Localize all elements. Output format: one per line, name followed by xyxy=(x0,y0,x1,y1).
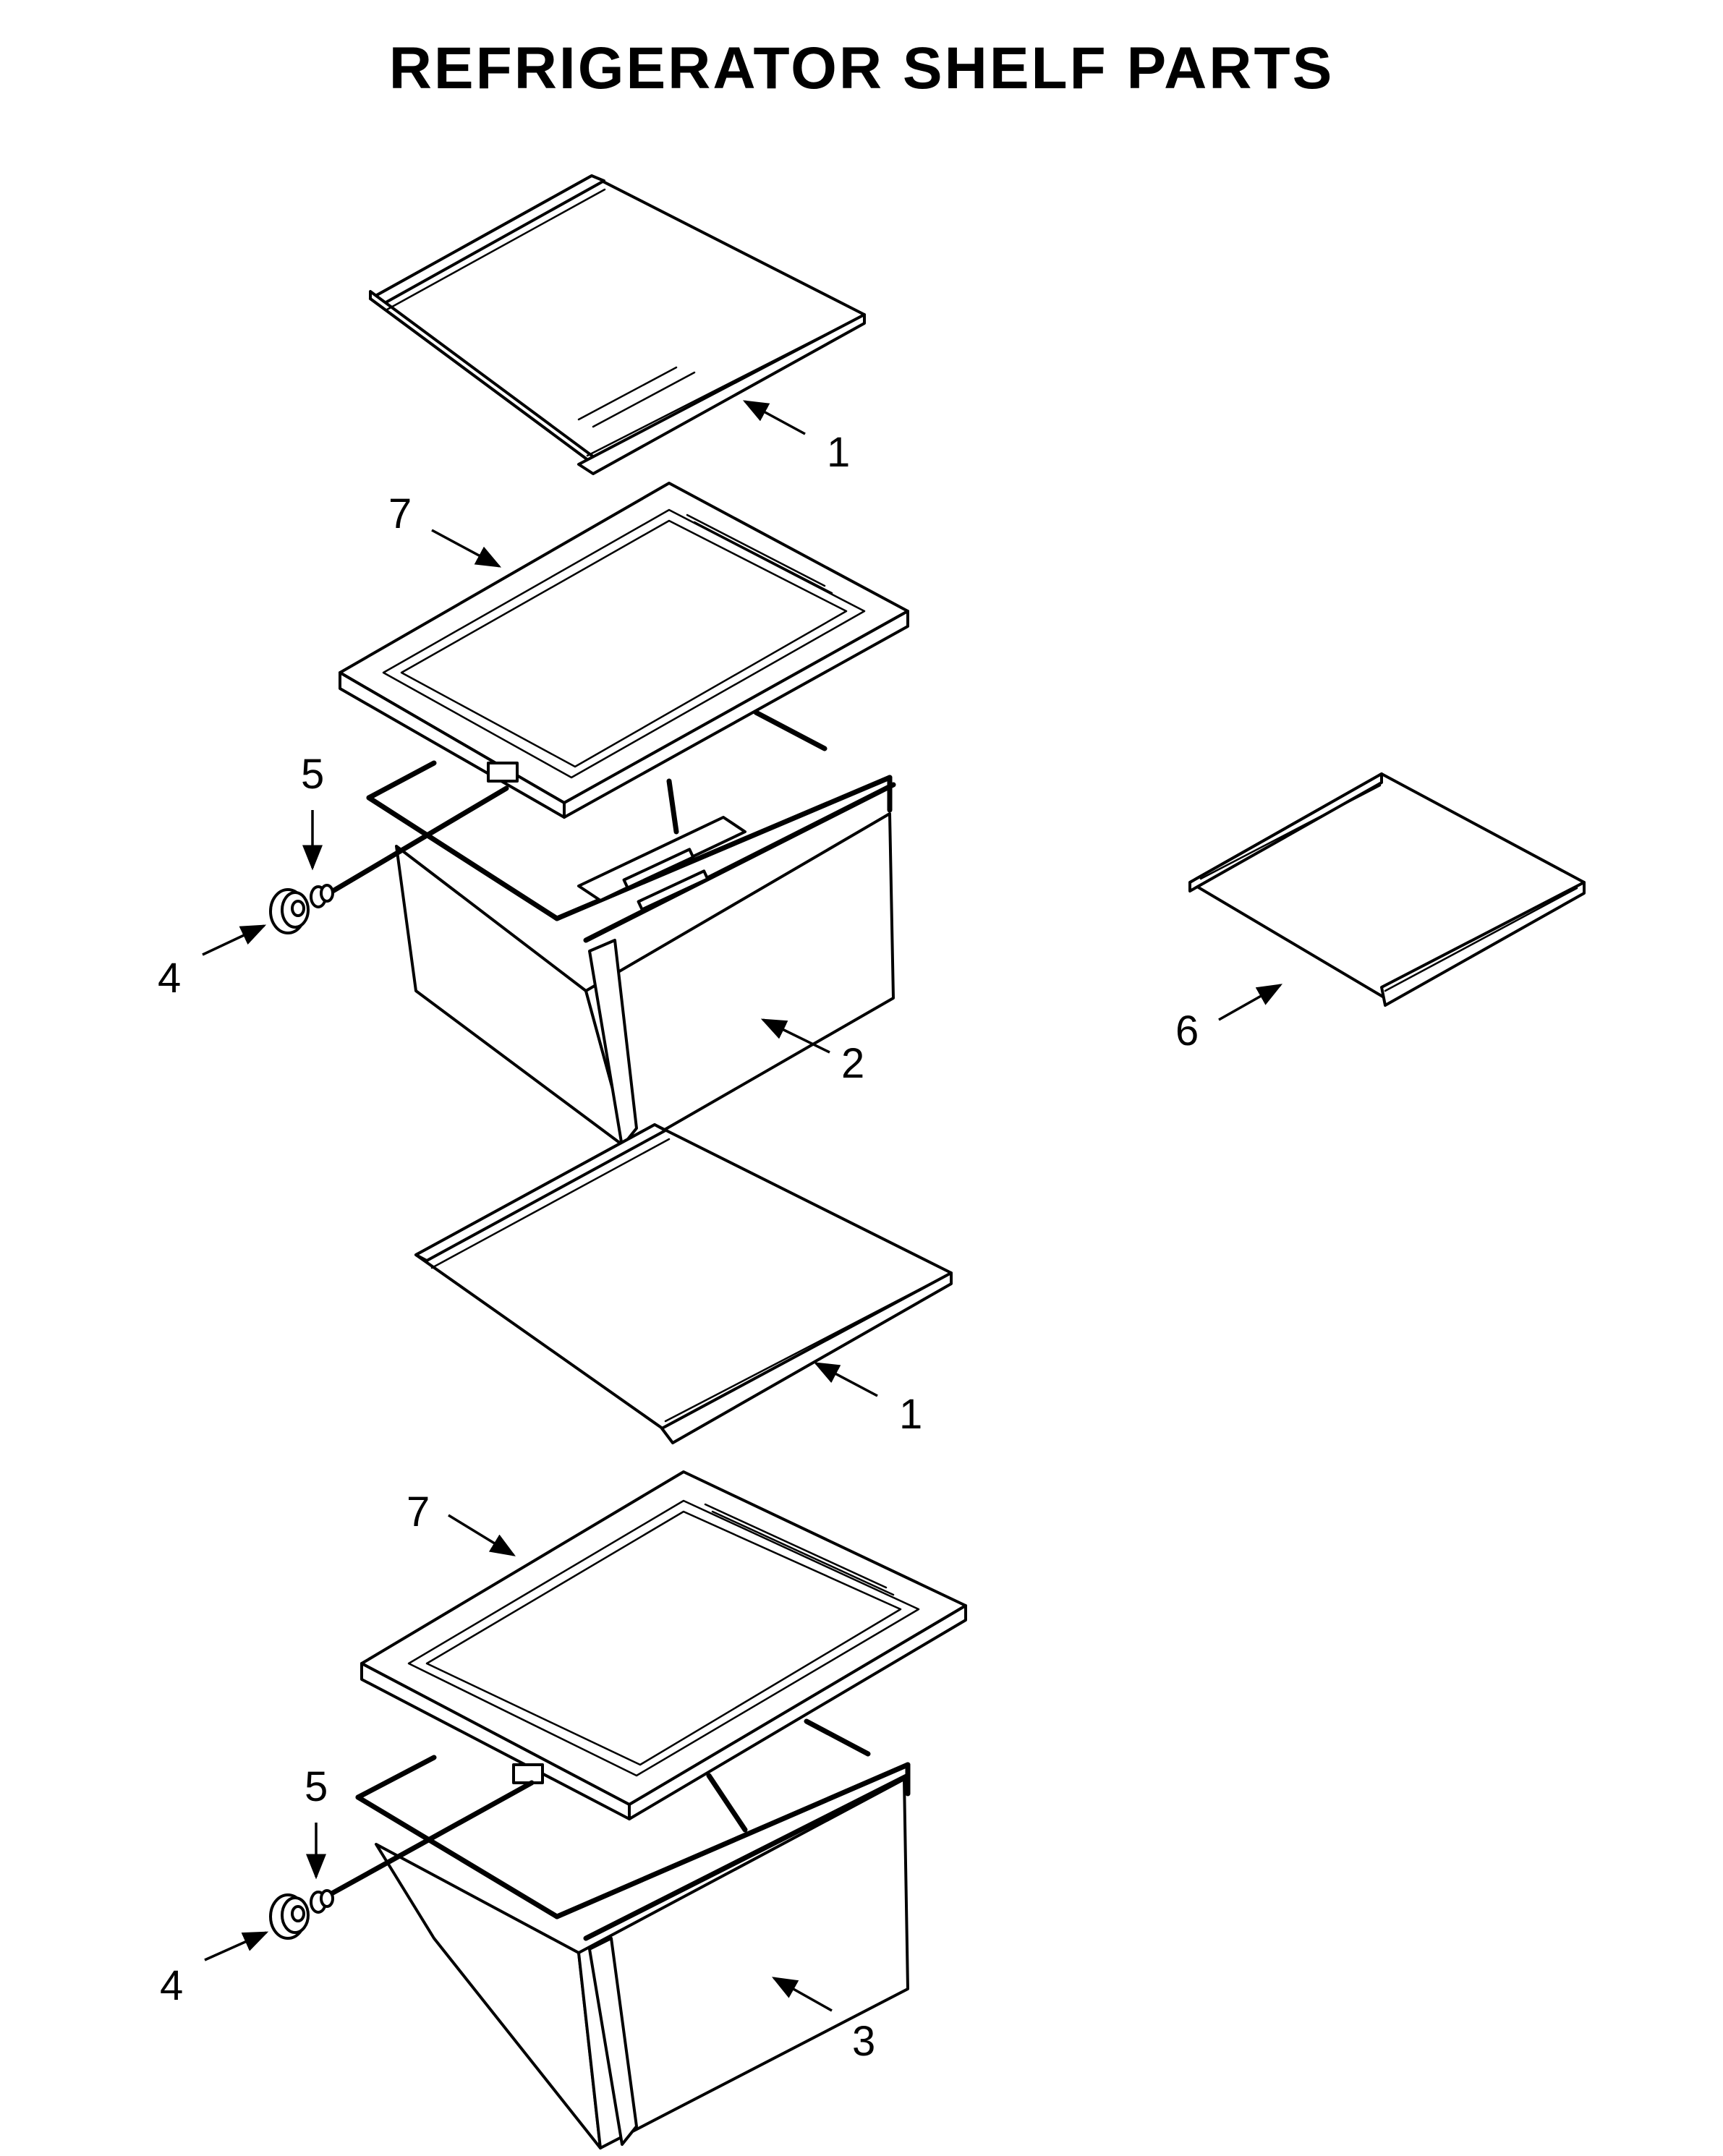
glass-shelf-part-1-bottom[interactable] xyxy=(414,1123,953,1444)
callout-label-4-bottom: 4 xyxy=(160,1962,183,2009)
glass-shelf-part-1-top[interactable] xyxy=(369,174,866,475)
axle-rod-top xyxy=(326,785,509,896)
callout-label-4-top: 4 xyxy=(158,955,181,1002)
axle-rod-bottom xyxy=(326,1780,535,1898)
spacer-part-5-bottom[interactable] xyxy=(310,1889,334,1914)
roller-part-4-top[interactable] xyxy=(269,888,310,934)
callout-label-1-top: 1 xyxy=(827,429,850,476)
shelf-frame-part-7-bottom[interactable] xyxy=(360,1470,967,1820)
spacer-part-5-top[interactable] xyxy=(310,884,334,908)
shelf-frame-part-7-top[interactable] xyxy=(339,482,909,819)
leader-arrows xyxy=(202,400,1283,2012)
page-title: REFRIGERATOR SHELF PARTS xyxy=(388,35,1335,101)
callout-label-1-bottom: 1 xyxy=(899,1391,922,1438)
callout-label-7-top: 7 xyxy=(388,490,412,537)
callout-label-6: 6 xyxy=(1175,1007,1199,1054)
crisper-drawer-part-3[interactable] xyxy=(355,1718,911,2149)
callout-label-5-top: 5 xyxy=(301,751,324,798)
callout-label-5-bottom: 5 xyxy=(305,1763,328,1810)
callout-label-3: 3 xyxy=(852,2018,875,2065)
roller-part-4-bottom[interactable] xyxy=(269,1893,310,1940)
callout-label-7-bottom: 7 xyxy=(407,1488,430,1535)
glass-shelf-part-6[interactable] xyxy=(1188,772,1586,1007)
callout-label-2: 2 xyxy=(841,1040,864,1087)
